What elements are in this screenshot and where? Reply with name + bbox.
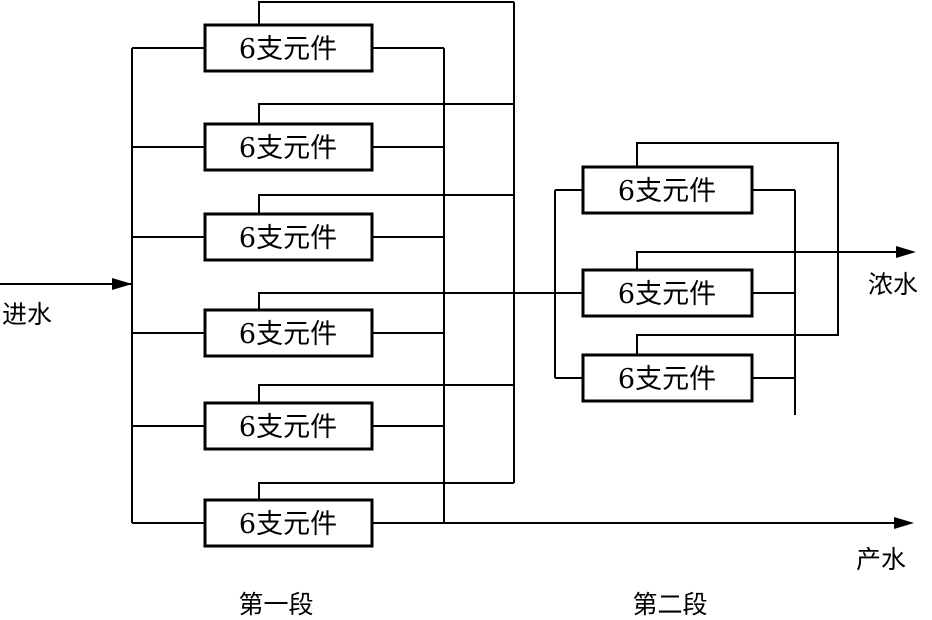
permeate-arrow-icon [894,517,914,529]
stage1-vessel-1: 6支元件 [203,23,374,73]
vessel-label: 6支元件 [618,364,716,395]
stage1-vessel-6: 6支元件 [203,498,374,548]
stage1-vessel-2: 6支元件 [203,122,374,172]
vessel-label: 6支元件 [239,34,337,65]
stage2-vessel-2: 6支元件 [581,268,754,318]
vessel-label: 6支元件 [618,176,716,207]
permeate-label: 产水 [856,545,906,574]
vessel-label: 6支元件 [239,223,337,254]
feed-label: 进水 [2,300,52,329]
stage2-label: 第二段 [632,590,707,619]
concentrate-arrow-icon [896,246,916,258]
stage2-vessel-3: 6支元件 [581,353,754,403]
concentrate-label: 浓水 [868,270,918,299]
stage2-feed-lines [554,189,583,379]
stage1-vessel-3: 6支元件 [203,212,374,262]
vessel-label: 6支元件 [618,279,716,310]
stage2-vessel-1: 6支元件 [581,165,754,215]
stage1-vessel-4: 6支元件 [203,308,374,358]
vessel-label: 6支元件 [239,133,337,164]
stage1-concentrate-lines [258,1,515,500]
vessel-label: 6支元件 [239,509,337,540]
vessel-label: 6支元件 [239,319,337,350]
stage1-label: 第一段 [238,590,313,619]
stage1-vessel-5: 6支元件 [203,401,374,451]
feed-line [0,278,132,290]
vessel-label: 6支元件 [239,412,337,443]
stage1-permeate-lines [372,47,445,524]
stage2-permeate-lines [752,189,796,415]
permeate-outlet-line [444,517,914,529]
stage1-feed-branches [132,47,205,524]
stage2-concentrate-lines [636,142,916,355]
